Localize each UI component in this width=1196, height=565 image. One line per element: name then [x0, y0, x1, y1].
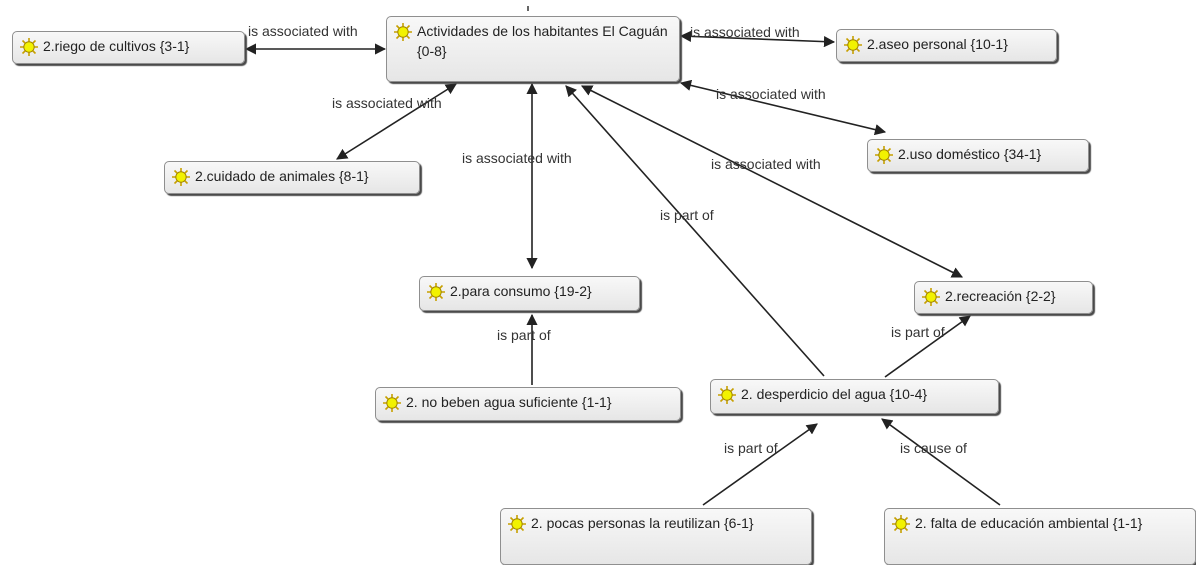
- edge-label: is part of: [660, 207, 714, 223]
- node-label: 2. falta de educación ambiental {1-1}: [915, 515, 1143, 531]
- edge-label: is cause of: [900, 440, 967, 456]
- edge-label: is associated with: [248, 23, 358, 39]
- node-label: 2.aseo personal {10-1}: [867, 36, 1008, 52]
- node-nobeben[interactable]: 2. no beben agua suficiente {1-1}: [375, 387, 681, 421]
- node-label: 2.cuidado de animales {8-1}: [195, 168, 369, 184]
- edge-desperdicio-root: [565, 85, 825, 377]
- edge-falta-desperdicio: [881, 418, 1001, 506]
- edge-label: is associated with: [690, 24, 800, 40]
- code-sun-icon: [171, 167, 191, 187]
- code-sun-icon: [382, 393, 402, 413]
- node-label: 2.para consumo {19-2}: [450, 283, 592, 299]
- code-sun-icon: [891, 514, 911, 534]
- edge-label: is associated with: [462, 150, 572, 166]
- node-label: 2.riego de cultivos {3-1}: [43, 38, 190, 54]
- node-label: 2. desperdicio del agua {10-4}: [741, 386, 928, 402]
- edge-label: is associated with: [716, 86, 826, 102]
- edge-label: is associated with: [332, 95, 442, 111]
- node-falta[interactable]: 2. falta de educación ambiental {1-1}: [884, 508, 1196, 565]
- edge-root-cuidado: [336, 83, 457, 160]
- node-aseo[interactable]: 2.aseo personal {10-1}: [836, 29, 1057, 62]
- code-sun-icon: [426, 282, 446, 302]
- node-label: 2. no beben agua suficiente {1-1}: [406, 394, 612, 410]
- code-sun-icon: [19, 37, 39, 57]
- edge-desperdicio-recreacion: [884, 315, 971, 378]
- edge-label: is part of: [497, 327, 551, 343]
- edge-label: is associated with: [711, 156, 821, 172]
- node-desperdicio[interactable]: 2. desperdicio del agua {10-4}: [710, 379, 999, 414]
- edge-root-recreacion: [580, 85, 964, 278]
- code-sun-icon: [507, 514, 527, 534]
- edge-pocas-desperdicio: [702, 423, 818, 506]
- node-root[interactable]: Actividades de los habitantes El Caguán …: [386, 16, 680, 82]
- code-sun-icon: [921, 287, 941, 307]
- node-label: 2.uso doméstico {34-1}: [898, 146, 1042, 162]
- edge-root-aseo: [679, 30, 836, 48]
- node-cuidado[interactable]: 2.cuidado de animales {8-1}: [164, 161, 420, 194]
- code-sun-icon: [843, 35, 863, 55]
- code-sun-icon: [393, 22, 413, 42]
- node-label: Actividades de los habitantes El Caguán …: [417, 23, 668, 59]
- node-label: 2.recreación {2-2}: [945, 288, 1056, 304]
- node-pocas[interactable]: 2. pocas personas la reutilizan {6-1}: [500, 508, 812, 565]
- code-sun-icon: [874, 145, 894, 165]
- node-consumo[interactable]: 2.para consumo {19-2}: [419, 276, 640, 311]
- code-sun-icon: [717, 385, 737, 405]
- node-recreacion[interactable]: 2.recreación {2-2}: [914, 281, 1093, 314]
- top-tick-mark: [527, 6, 529, 11]
- edge-label: is part of: [891, 324, 945, 340]
- node-label: 2. pocas personas la reutilizan {6-1}: [531, 515, 754, 531]
- node-uso[interactable]: 2.uso doméstico {34-1}: [867, 139, 1089, 172]
- edge-label: is part of: [724, 440, 778, 456]
- node-riego[interactable]: 2.riego de cultivos {3-1}: [12, 31, 245, 64]
